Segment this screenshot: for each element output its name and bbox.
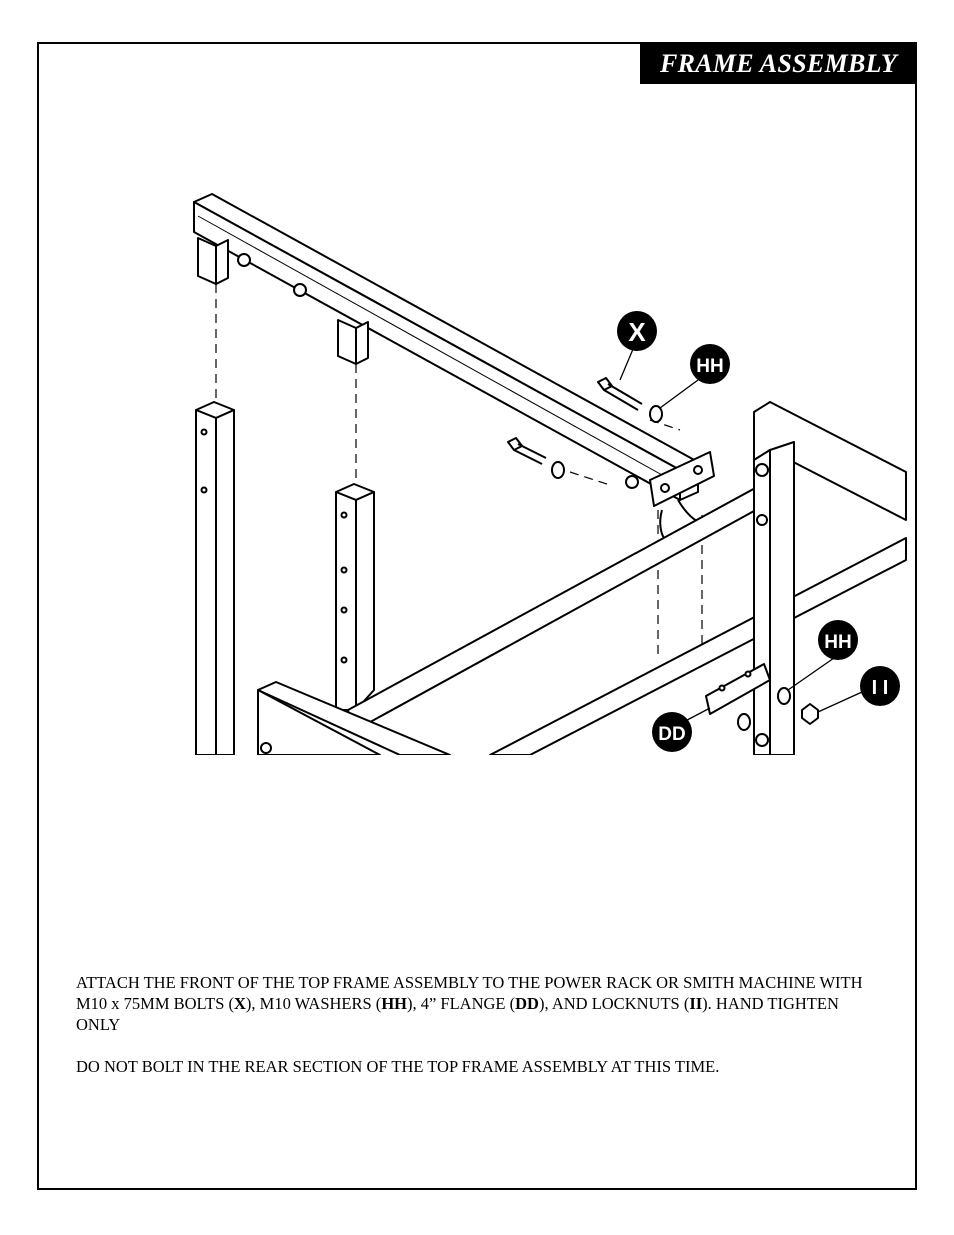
page-border [37,42,917,1190]
callout-dd: DD [652,712,692,752]
beam-bolt-1 [237,253,251,267]
beam-stub-left [197,237,229,285]
instructions: ATTACH THE FRONT OF THE TOP FRAME ASSEMB… [76,972,866,1098]
callout-hh-right: HH [818,620,858,660]
callout-x: X [617,311,657,351]
instruction-paragraph-2: DO NOT BOLT IN THE REAR SECTION OF THE T… [76,1057,720,1076]
part-code: DD [515,994,539,1013]
washer-hh-top [649,405,663,423]
bolt-x [597,377,643,411]
assembly-diagram: X HH HH I I DD [193,193,907,755]
instruction-text: ), M10 WASHERS ( [245,994,382,1013]
washer-flange [737,713,751,731]
instruction-text: ). HAND TIGHTEN ONLY [76,994,839,1034]
section-title-banner: FRAME ASSEMBLY [640,44,917,84]
callout-ii: I I [860,666,900,706]
alignment-lines [215,284,703,660]
bottom-front-frame [257,681,451,755]
beam-bolt-3 [625,475,639,489]
svg-text:I I: I I [872,677,889,699]
bolt-lower [507,437,547,465]
upright-left [195,401,235,755]
callout-hh-top: HH [690,344,730,384]
beam-bolt-2 [293,283,307,297]
top-frame-beam [193,193,699,501]
part-code: X [234,994,246,1013]
beam-stub-middle [337,319,369,365]
svg-text:DD: DD [658,724,685,745]
svg-text:HH: HH [696,356,723,377]
svg-text:HH: HH [824,632,851,653]
instruction-text: ATTACH THE FRONT OF THE TOP FRAME ASSEMB… [76,973,863,1013]
section-title: FRAME ASSEMBLY [659,49,898,78]
instruction-text: ), 4” FLANGE ( [406,994,516,1013]
upright-middle [335,483,375,711]
instruction-text: ), AND LOCKNUTS ( [538,994,690,1013]
locknut-ii [801,703,819,725]
svg-text:X: X [628,317,646,347]
washer-hh-right [777,687,791,705]
instruction-paragraph-1: ATTACH THE FRONT OF THE TOP FRAME ASSEMB… [76,972,866,1035]
washer-lower [551,461,565,479]
part-code: II [689,994,703,1013]
part-code: HH [381,994,407,1013]
